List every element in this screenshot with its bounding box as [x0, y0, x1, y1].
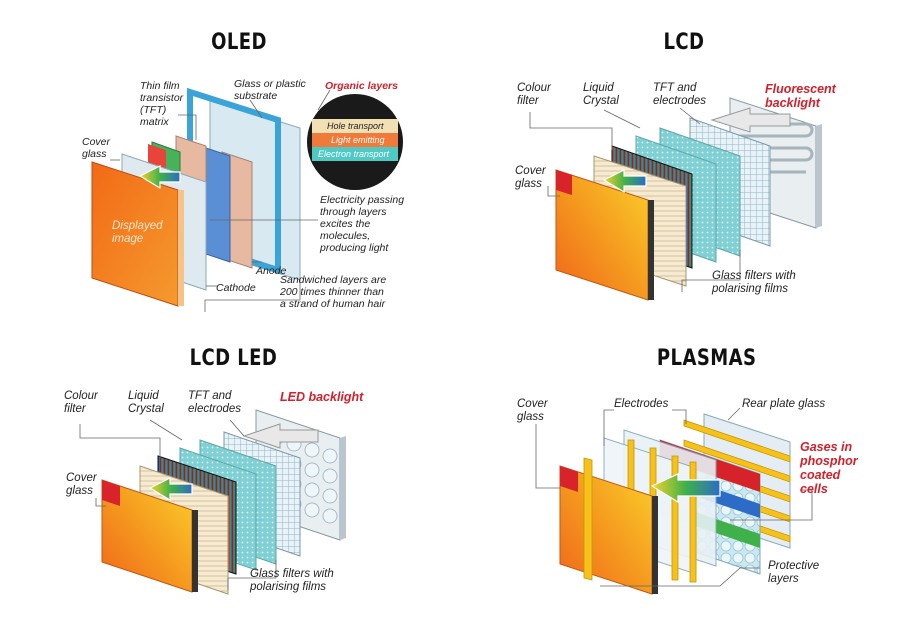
lcdled-diagram	[79, 409, 346, 595]
lcdled-led-label: LED backlight	[280, 390, 364, 404]
oled-hole-label: Hole transport	[327, 121, 384, 131]
oled-cathode-label: Cathode	[216, 282, 256, 294]
oled-emitting-label: Light emitting	[331, 135, 385, 145]
oled-cover-label: Cover glass	[82, 136, 111, 160]
lcd-tft-label: TFT and electrodes	[653, 82, 707, 107]
oled-anode-label: Anode	[256, 265, 287, 277]
lcdled-tft-label: TFT and electrodes	[188, 390, 242, 415]
oled-electricity-label: Electricity passing through layers excit…	[320, 194, 405, 254]
lcdled-glass-label: Glass filters with polarising films	[250, 568, 334, 593]
lcd-liquid-label: Liquid Crystal	[583, 82, 619, 107]
lcdled-title: LCD LED	[189, 346, 278, 371]
lcd-title: LCD	[663, 30, 705, 55]
oled-diagram	[91, 87, 403, 312]
lcd-cover-label: Cover glass	[515, 165, 546, 190]
lcd-glass-label: Glass filters with polarising films	[712, 270, 796, 295]
plasma-diagram	[535, 407, 813, 595]
oled-tft-label: Thin film transistor (TFT) matrix	[140, 80, 184, 128]
plasma-gases-label: Gases in phosphor coated cells	[800, 440, 858, 496]
plasma-cover-label: Cover glass	[517, 398, 548, 423]
lcd-fluorescent-label: Fluorescent backlight	[765, 82, 836, 110]
plasma-electrodes-label: Electrodes	[614, 398, 669, 410]
lcdled-cover-label: Cover glass	[66, 472, 97, 497]
oled-displayed-label: Displayed image	[112, 220, 163, 245]
oled-sandwiched-label: Sandwiched layers are 200 times thinner …	[280, 274, 387, 310]
lcd-colour-label: Colour filter	[517, 82, 551, 107]
lcdled-liquid-label: Liquid Crystal	[128, 390, 164, 415]
oled-organic-label: Organic layers	[325, 80, 398, 92]
oled-title: OLED	[211, 30, 267, 55]
plasma-rear-label: Rear plate glass	[742, 398, 826, 410]
plasma-protective-label: Protective layers	[768, 560, 820, 585]
lcdled-colour-label: Colour filter	[64, 390, 98, 415]
lcd-diagram	[529, 97, 822, 301]
oled-electron-label: Electron transport	[318, 149, 390, 159]
plasma-title: PLASMAS	[656, 346, 757, 371]
oled-substrate-label: Glass or plastic substrate	[234, 78, 306, 102]
